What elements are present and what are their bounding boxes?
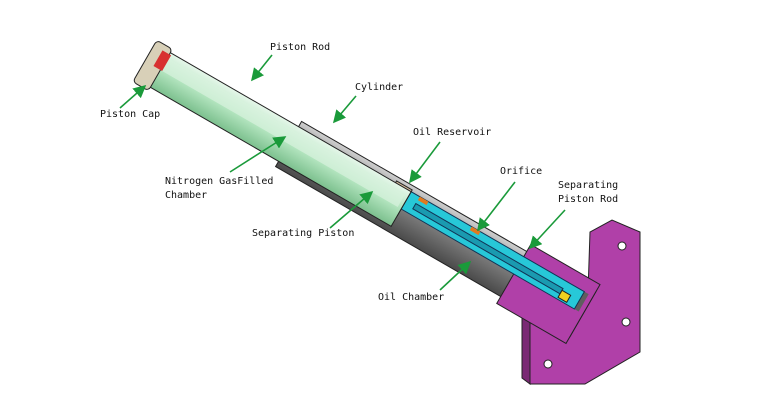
label-nitrogen-line2: Chamber [165,190,208,201]
label-piston-cap: Piston Cap [100,109,161,120]
leader-arrows [119,54,566,291]
orange-seal [417,196,429,206]
label-separating-piston-rod: Separating Piston Rod [558,179,618,207]
orange-seal [469,226,481,236]
arrow-orifice [477,181,516,232]
arrow-separating-piston [329,190,374,229]
flange-side [521,315,531,385]
bolt-hole [617,241,627,251]
label-piston-rod: Piston Rod [270,42,331,53]
label-orifice: Orifice [500,166,543,177]
bolt-hole [543,359,553,369]
label-sep-rod-line2: Piston Rod [558,194,619,205]
rod-inner [162,58,405,207]
label-oil-chamber: Oil Chamber [378,292,445,303]
arrow-piston-cap [119,84,147,109]
arrow-oil-chamber [439,260,472,291]
label-nitrogen-line1: Nitrogen GasFilled [165,176,274,187]
label-sep-rod-line1: Separating [558,180,619,191]
arrow-piston-rod [251,54,273,82]
label-oil-reservoir: Oil Reservoir [413,127,492,138]
label-nitrogen-chamber: Nitrogen GasFilled Chamber [165,175,273,203]
label-separating-piston: Separating Piston [252,228,355,239]
yellow-valve [557,289,572,303]
bolt-hole [621,317,631,327]
arrow-cylinder [332,95,357,124]
arrow-separating-rod [528,209,566,250]
arrow-nitrogen [229,136,287,173]
label-cylinder: Cylinder [355,82,404,93]
arrow-oil-reservoir [409,141,441,184]
piston-cap-core [153,50,172,71]
